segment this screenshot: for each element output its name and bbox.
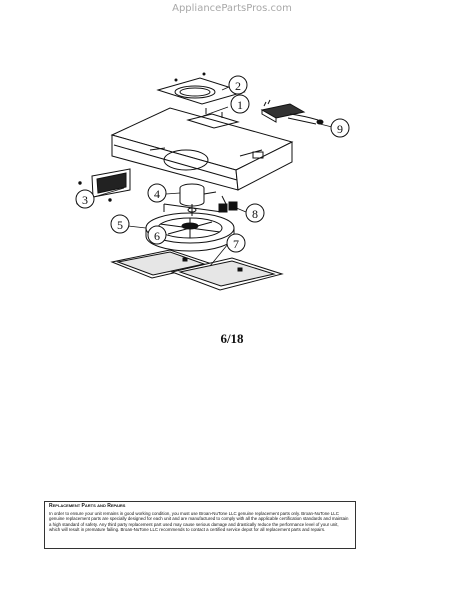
callout-circles: [75, 75, 350, 253]
wiring-box[interactable]: [260, 99, 324, 125]
motor[interactable]: [179, 183, 217, 216]
light-lens[interactable]: [76, 168, 131, 205]
grease-filters[interactable]: [110, 249, 284, 291]
replacement-parts-notice: Replacement Parts and Repairs In order t…: [44, 501, 356, 549]
watermark: AppliancePartsPros.com: [172, 3, 292, 14]
callout-2: 2: [235, 79, 241, 93]
callout-3: 3: [82, 193, 88, 207]
callout-8: 8: [252, 207, 258, 221]
notice-body: In order to ensure your unit remains in …: [49, 510, 349, 533]
light-sockets[interactable]: [218, 195, 238, 213]
notice-title: Replacement Parts and Repairs: [49, 503, 126, 509]
callout-6: 6: [154, 229, 160, 243]
callout-9: 9: [337, 122, 343, 136]
callout-1: 1: [237, 98, 243, 112]
callout-5: 5: [117, 218, 123, 232]
callout-4: 4: [154, 187, 160, 201]
callout-7: 7: [233, 237, 239, 251]
hood-body[interactable]: [110, 107, 294, 191]
page-label: 6/18: [220, 331, 244, 346]
leader-lines: [93, 85, 333, 267]
